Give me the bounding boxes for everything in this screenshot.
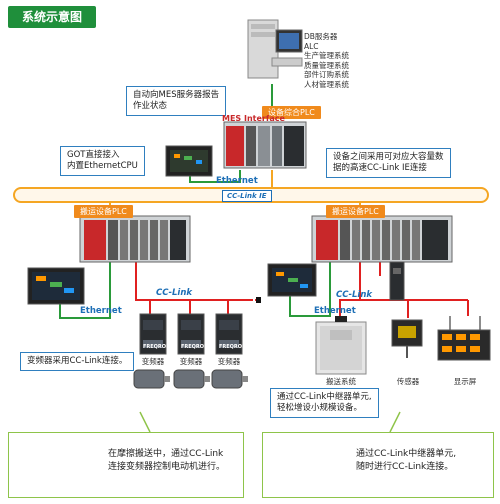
callout-line: 设备之间采用可对应大容量数 bbox=[333, 152, 444, 162]
server-line: 部件订购系统 bbox=[304, 70, 349, 79]
tag-transport-plc-left: 搬运设备PLC bbox=[74, 205, 133, 218]
conveyor-label: 搬送系统 bbox=[326, 377, 356, 386]
bottom-line: 在摩擦搬送中，通过CC-Link bbox=[108, 449, 224, 459]
bottom-box-left bbox=[8, 432, 244, 498]
inverter-brand: FREQROL bbox=[219, 344, 246, 350]
inverter-3-icon bbox=[215, 313, 243, 355]
display-label: 显示屏 bbox=[453, 377, 477, 386]
motor-3-icon bbox=[211, 369, 248, 389]
callout-inverter: 变频器采用CC-Link连接。 bbox=[20, 352, 135, 371]
bottom-box-right bbox=[262, 432, 494, 498]
inverter-2-icon bbox=[177, 313, 205, 355]
ethernet-label-left: Ethernet bbox=[80, 306, 122, 316]
callout-line: 作业状态 bbox=[133, 101, 168, 111]
cc-link-repeater-icon bbox=[389, 261, 405, 301]
server-line: DB服务器 bbox=[304, 32, 338, 41]
server-line: 生产管理系统 bbox=[304, 51, 349, 60]
server-system-list: DB服务器 ALC 生产管理系统 质量管理系统 部件订购系统 人材管理系统 bbox=[304, 32, 349, 89]
server-line: ALC bbox=[304, 41, 319, 51]
inverter-1-icon bbox=[139, 313, 167, 355]
server-line: 人材管理系统 bbox=[304, 79, 349, 89]
callout-cc-link-ie: 设备之间采用可对应大容量数 据的高速CC-Link IE连接 bbox=[326, 148, 451, 178]
callout-line: 内置EthernetCPU bbox=[67, 161, 138, 171]
sensor-label: 传感器 bbox=[396, 377, 420, 386]
server-line: 质量管理系统 bbox=[304, 60, 349, 70]
cc-link-ie-badge: CC-Link IE bbox=[222, 190, 272, 202]
transport-plc-right-icon bbox=[311, 215, 453, 263]
ethernet-label-top: Ethernet bbox=[216, 176, 258, 186]
inverter-label: 变频器 bbox=[179, 357, 203, 366]
integrated-plc-icon bbox=[223, 121, 307, 169]
callout-line: 据的高速CC-Link IE连接 bbox=[333, 163, 427, 173]
mes-interface-logo: MES Interface bbox=[222, 114, 285, 123]
tag-transport-plc-right: 搬运设备PLC bbox=[326, 205, 385, 218]
callout-line: 通过CC-Link中继器单元, bbox=[277, 392, 372, 402]
got-touchscreen-icon bbox=[165, 145, 213, 177]
bottom-text-left: 在摩擦搬送中，通过CC-Link 连接变频器控制电动机进行。 bbox=[108, 448, 225, 474]
inverter-label: 变频器 bbox=[217, 357, 241, 366]
bottom-line: 连接变频器控制电动机进行。 bbox=[108, 462, 226, 472]
callout-repeater: 通过CC-Link中继器单元, 轻松增设小规模设备。 bbox=[270, 388, 379, 418]
cc-link-label-right: CC-Link bbox=[336, 290, 373, 300]
conveyor-cabinet-icon bbox=[315, 316, 367, 375]
callout-line: 自动向MES服务器报告 bbox=[133, 90, 220, 100]
cc-link-line-left bbox=[135, 262, 250, 301]
transport-plc-left-icon bbox=[79, 215, 191, 263]
cc-link-label-left: CC-Link bbox=[156, 288, 193, 298]
sensor-icon bbox=[391, 319, 423, 358]
callout-got-direct: GOT直接接入 内置EthernetCPU bbox=[60, 146, 145, 176]
got-left-icon bbox=[27, 267, 85, 305]
motor-1-icon bbox=[133, 369, 170, 389]
motor-2-icon bbox=[173, 369, 210, 389]
callout-line: 轻松增设小规模设备。 bbox=[277, 403, 363, 413]
callout-mes-report: 自动向MES服务器报告 作业状态 bbox=[126, 86, 227, 116]
inverter-brand: FREQROL bbox=[143, 344, 170, 350]
bottom-line: 通过CC-Link中继器单元, bbox=[356, 449, 457, 459]
ethernet-line-left bbox=[59, 262, 111, 319]
got-right-icon bbox=[267, 263, 317, 297]
page-title: 系统示意图 bbox=[8, 6, 96, 28]
ethernet-label-right: Ethernet bbox=[314, 306, 356, 316]
server-icon bbox=[247, 19, 303, 79]
callout-line: GOT直接接入 bbox=[67, 150, 120, 160]
ethernet-line-top bbox=[189, 170, 241, 183]
display-board-icon bbox=[437, 316, 491, 361]
inverter-brand: FREQROL bbox=[181, 344, 208, 350]
ethernet-line-right bbox=[289, 262, 331, 317]
inverter-label: 变频器 bbox=[141, 357, 165, 366]
tag-integrated-plc: 设备综合PLC bbox=[262, 106, 321, 119]
bottom-text-right: 通过CC-Link中继器单元, 随时进行CC-Link连接。 bbox=[356, 448, 456, 474]
bottom-line: 随时进行CC-Link连接。 bbox=[356, 462, 454, 472]
